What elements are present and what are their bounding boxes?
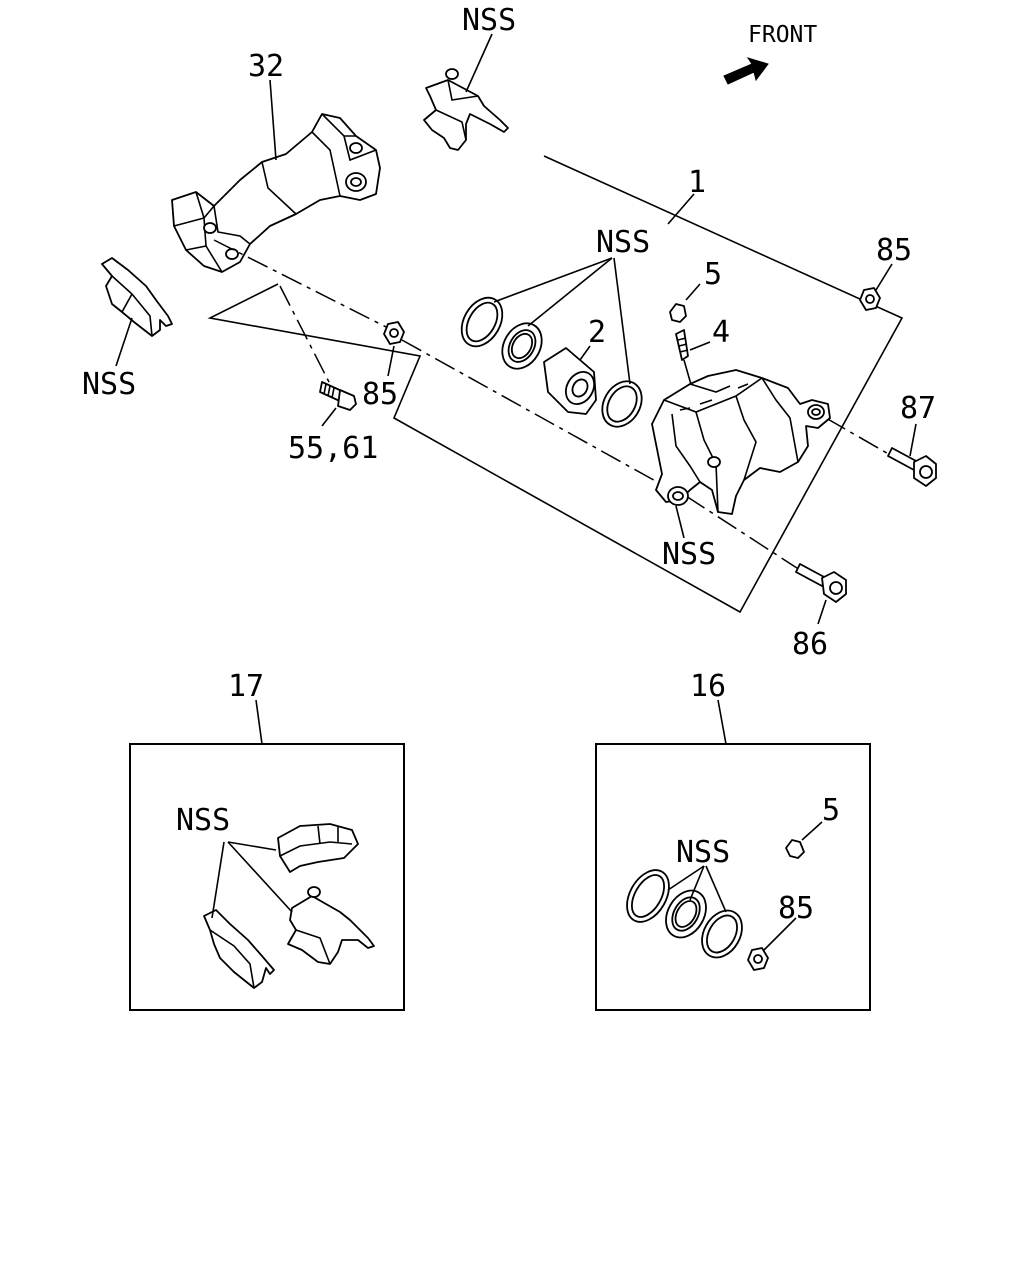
leader-85-right bbox=[875, 263, 893, 291]
kit-16-seals bbox=[626, 869, 743, 959]
washer-left bbox=[383, 321, 405, 345]
kit-16-bleeder-cap bbox=[785, 839, 805, 859]
leader-5-kit bbox=[801, 821, 823, 841]
leader-5 bbox=[685, 283, 701, 301]
piston-seal-set bbox=[460, 296, 643, 428]
leader-nss-top bbox=[465, 33, 493, 93]
leader-85-kit bbox=[763, 917, 797, 951]
guide-pin-upper bbox=[887, 447, 937, 487]
callout-87: 87 bbox=[900, 391, 936, 426]
front-direction-indicator: FRONT bbox=[723, 22, 817, 85]
callout-5-kit: 5 bbox=[822, 793, 840, 828]
caliper-body bbox=[651, 369, 831, 515]
assembly-outline bbox=[207, 155, 904, 614]
leader-85-left bbox=[387, 345, 395, 377]
support-bracket bbox=[171, 113, 381, 273]
callout-nss-left: NSS bbox=[82, 367, 136, 402]
leader-nss-seal-2 bbox=[527, 257, 613, 327]
leader-4 bbox=[689, 341, 711, 351]
callout-nss-top: NSS bbox=[462, 3, 516, 38]
bracket-bolt bbox=[319, 381, 357, 411]
callout-85-left: 85 bbox=[362, 377, 398, 412]
leader-nss-16-1 bbox=[667, 865, 705, 891]
upper-clip bbox=[423, 68, 509, 151]
washer-right bbox=[859, 287, 881, 311]
leader-86 bbox=[817, 599, 827, 625]
leader-nss-16-3 bbox=[705, 865, 727, 913]
leader-nss-17-clip-right bbox=[227, 841, 293, 913]
leader-2 bbox=[579, 345, 591, 361]
callout-85-right: 85 bbox=[876, 233, 912, 268]
callout-2: 2 bbox=[588, 315, 606, 350]
centerline-lower bbox=[401, 339, 669, 489]
callout-55-61: 55,61 bbox=[288, 431, 378, 466]
front-arrow-icon bbox=[723, 57, 769, 85]
leader-32 bbox=[269, 79, 277, 161]
kit-17-clip-left bbox=[203, 909, 275, 989]
left-clip bbox=[101, 257, 173, 337]
callout-nss-seals: NSS bbox=[596, 225, 650, 260]
leader-nss-seal-3 bbox=[613, 257, 631, 385]
callout-5: 5 bbox=[704, 257, 722, 292]
leader-nss-17-clip-left bbox=[211, 841, 225, 919]
front-label: FRONT bbox=[748, 22, 817, 48]
leader-nss-16-2 bbox=[689, 865, 705, 901]
leader-17 bbox=[255, 699, 263, 745]
callout-17: 17 bbox=[228, 669, 264, 704]
callout-16: 16 bbox=[690, 669, 726, 704]
leader-nss-17-pad bbox=[227, 841, 277, 851]
bleeder-screw bbox=[675, 329, 689, 361]
kit-16-box bbox=[595, 743, 871, 1011]
callout-nss-16: NSS bbox=[676, 835, 730, 870]
callout-32: 32 bbox=[248, 49, 284, 84]
leader-nss-seal-1 bbox=[493, 257, 613, 303]
guide-pin-lower bbox=[795, 563, 847, 603]
leader-16 bbox=[717, 699, 727, 745]
callout-nss-17: NSS bbox=[176, 803, 230, 838]
leader-87 bbox=[909, 423, 917, 457]
centerline-pin-86 bbox=[685, 495, 801, 571]
callout-1: 1 bbox=[688, 165, 706, 200]
callout-85-kit: 85 bbox=[778, 891, 814, 926]
centerline-upper-left bbox=[213, 239, 393, 331]
callout-4: 4 bbox=[712, 315, 730, 350]
kit-17-pad bbox=[277, 823, 359, 873]
callout-86: 86 bbox=[792, 627, 828, 662]
leader-1 bbox=[667, 193, 695, 225]
kit-17-box bbox=[129, 743, 405, 1011]
leader-nss-body bbox=[675, 505, 685, 539]
kit-17-clip-right bbox=[287, 886, 375, 965]
centerline-pin-87 bbox=[825, 417, 893, 457]
callout-nss-body: NSS bbox=[662, 537, 716, 572]
kit-16-washer bbox=[747, 947, 769, 971]
leader-nss-left bbox=[115, 317, 133, 367]
bleeder-cap bbox=[669, 303, 687, 323]
leader-55-61 bbox=[321, 407, 337, 427]
